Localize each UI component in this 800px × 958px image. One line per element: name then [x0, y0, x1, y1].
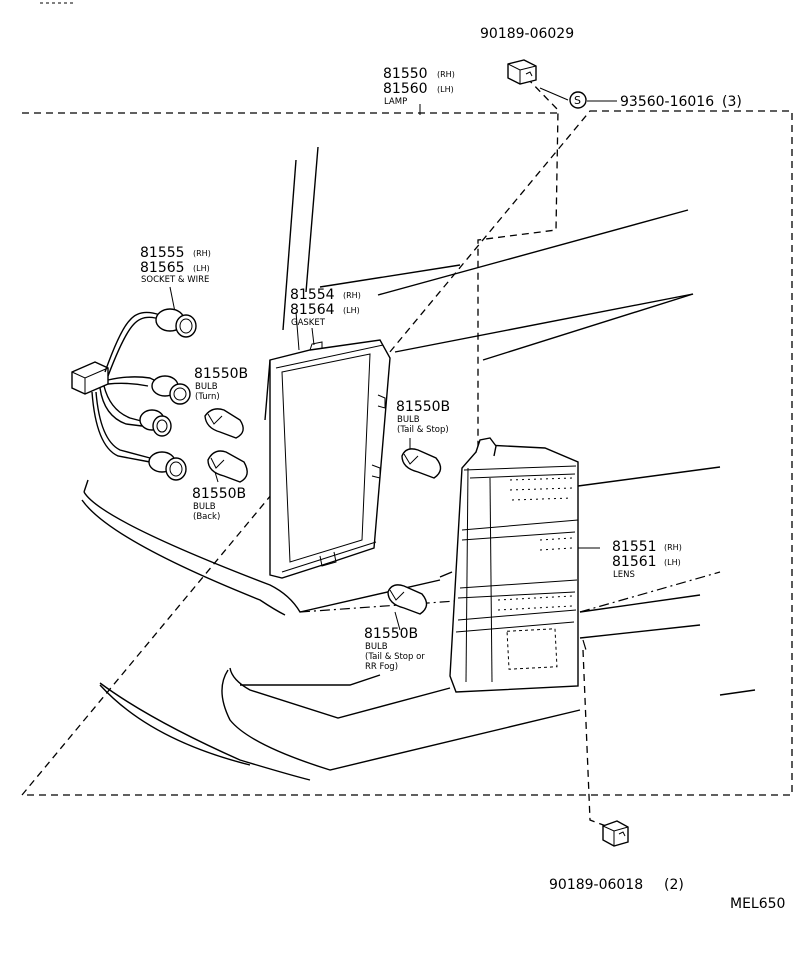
lamp-name: LAMP	[384, 97, 407, 107]
bulb-tail-detail: (Tail & Stop)	[397, 425, 449, 435]
bulb-back-callout: 81550B BULB (Back)	[192, 486, 246, 522]
bulb-fog-icon	[387, 584, 428, 615]
lamp-rh-number: 81550	[383, 66, 428, 82]
lens-callout: 81551 (RH) 81561 (LH) LENS	[612, 539, 682, 580]
figure-code: MEL650	[730, 896, 785, 912]
bolt-bottom-icon	[602, 820, 629, 847]
lens-icon	[449, 437, 579, 693]
gasket-callout: 81554 (RH) 81564 (LH) GASKET	[290, 287, 361, 328]
socket-lh-suffix: (LH)	[193, 264, 210, 273]
lamp-lh-suffix: (LH)	[437, 85, 454, 94]
bulb-fog-detail-1: (Tail & Stop or	[365, 652, 425, 662]
bulb-tail-stop-icon	[401, 448, 442, 479]
bolt-bottom-callout: 90189-06018 (2)	[549, 877, 684, 893]
leader-lines	[169, 77, 617, 827]
bulb-tail-number: 81550B	[396, 399, 450, 415]
lens-lh-number: 81561	[612, 554, 657, 570]
bolt-bottom-part-number: 90189-06018	[549, 877, 643, 893]
gasket-icon	[269, 339, 391, 579]
bulb-tail-name: BULB	[397, 415, 420, 425]
lamp-callout: 81550 (RH) 81560 (LH) LAMP	[383, 66, 455, 107]
bolt-top-part-number: 90189-06029	[480, 26, 574, 42]
lens-rh-number: 81551	[612, 539, 657, 555]
screw-symbol-icon: S	[569, 91, 587, 109]
gasket-rh-number: 81554	[290, 287, 335, 303]
bulb-fog-callout: 81550B BULB (Tail & Stop or RR Fog)	[364, 626, 425, 672]
socket-rh-suffix: (RH)	[193, 249, 211, 258]
socket-callout: 81555 (RH) 81565 (LH) SOCKET & WIRE	[140, 245, 211, 285]
screw-callout: 93560-16016 (3)	[620, 94, 742, 110]
bulb-fog-number: 81550B	[364, 626, 418, 642]
gasket-lh-number: 81564	[290, 302, 335, 318]
screw-quantity: (3)	[722, 94, 742, 110]
bulb-turn-callout: 81550B BULB (Turn)	[194, 366, 248, 402]
vehicle-body-outline	[81, 146, 756, 781]
gasket-name: GASKET	[291, 318, 326, 328]
socket-rh-number: 81555	[140, 245, 185, 261]
bulb-back-number: 81550B	[192, 486, 246, 502]
bulb-back-name: BULB	[193, 502, 216, 512]
screw-part-number: 93560-16016	[620, 94, 714, 110]
bulb-fog-detail-2: RR Fog)	[365, 662, 398, 672]
bulb-back-detail: (Back)	[193, 512, 220, 522]
socket-wire-harness-icon	[71, 308, 197, 481]
gasket-lh-suffix: (LH)	[343, 306, 360, 315]
bolt-bottom-quantity: (2)	[664, 877, 684, 893]
screw-symbol: S	[574, 94, 581, 107]
lamp-rh-suffix: (RH)	[437, 70, 455, 79]
lamp-lh-number: 81560	[383, 81, 428, 97]
bulb-turn-number: 81550B	[194, 366, 248, 382]
bolt-top-icon	[507, 59, 537, 85]
bulb-fog-name: BULB	[365, 642, 388, 652]
lens-name: LENS	[613, 570, 635, 580]
lens-rh-suffix: (RH)	[664, 543, 682, 552]
socket-lh-number: 81565	[140, 260, 185, 276]
bulb-turn-icon	[204, 408, 244, 439]
bulb-back-icon	[207, 450, 248, 483]
bulb-turn-detail: (Turn)	[195, 392, 220, 402]
bulb-turn-name: BULB	[195, 382, 218, 392]
bulb-tail-callout: 81550B BULB (Tail & Stop)	[396, 399, 450, 435]
gasket-rh-suffix: (RH)	[343, 291, 361, 300]
socket-name: SOCKET & WIRE	[141, 275, 209, 285]
lamp-assembly-boundary	[20, 110, 793, 796]
lens-lh-suffix: (LH)	[664, 558, 681, 567]
